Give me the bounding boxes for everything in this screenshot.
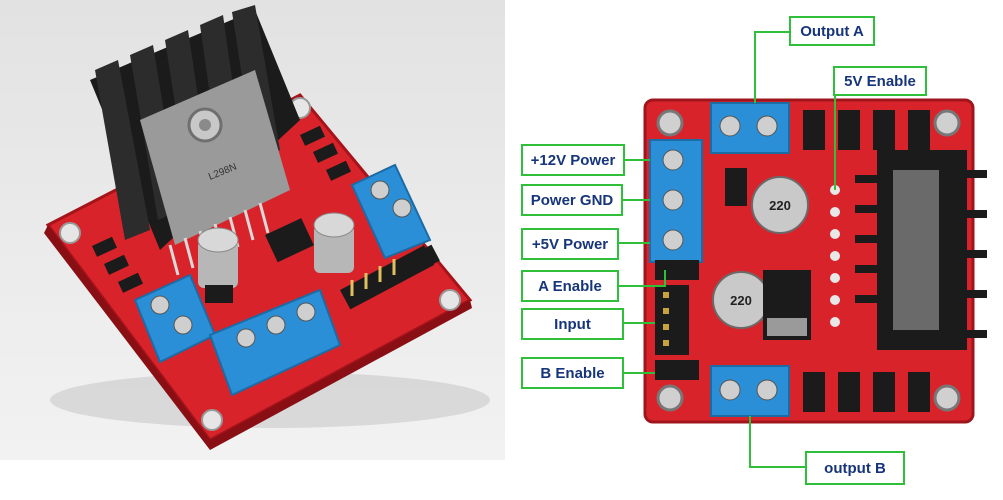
photo-header-pins	[340, 244, 440, 310]
label-12v-power: +12V Power	[521, 144, 625, 176]
terminal-output-b	[710, 365, 790, 417]
label-output-a: Output A	[789, 16, 875, 46]
label-input: Input	[521, 308, 624, 340]
l298n-board-photo: L298N	[44, 5, 490, 450]
terminal-output-a	[710, 102, 790, 154]
label-a-enable: A Enable	[521, 270, 619, 302]
input-header	[655, 285, 689, 355]
diagram-capacitors: 220 220	[712, 176, 809, 329]
label-output-b: output B	[805, 451, 905, 485]
product-photo: L298N	[0, 0, 505, 460]
pinout-diagram: 220 220	[505, 0, 1003, 500]
label-power-gnd: Power GND	[521, 184, 623, 216]
leader-lines	[619, 31, 836, 468]
label-5v-power: +5V Power	[521, 228, 619, 260]
capacitor-2-text: 220	[730, 293, 752, 308]
label-b-enable: B Enable	[521, 357, 624, 389]
label-5v-enable: 5V Enable	[833, 66, 927, 96]
capacitor-1-text: 220	[769, 198, 791, 213]
photo-capacitors	[197, 212, 355, 303]
photo-terminals	[133, 163, 432, 397]
diagram-heatsink	[855, 150, 987, 350]
photo-heatsink: L298N	[90, 5, 300, 276]
pinout-board-illustration: 220 220	[619, 31, 987, 468]
terminal-power	[649, 139, 703, 263]
